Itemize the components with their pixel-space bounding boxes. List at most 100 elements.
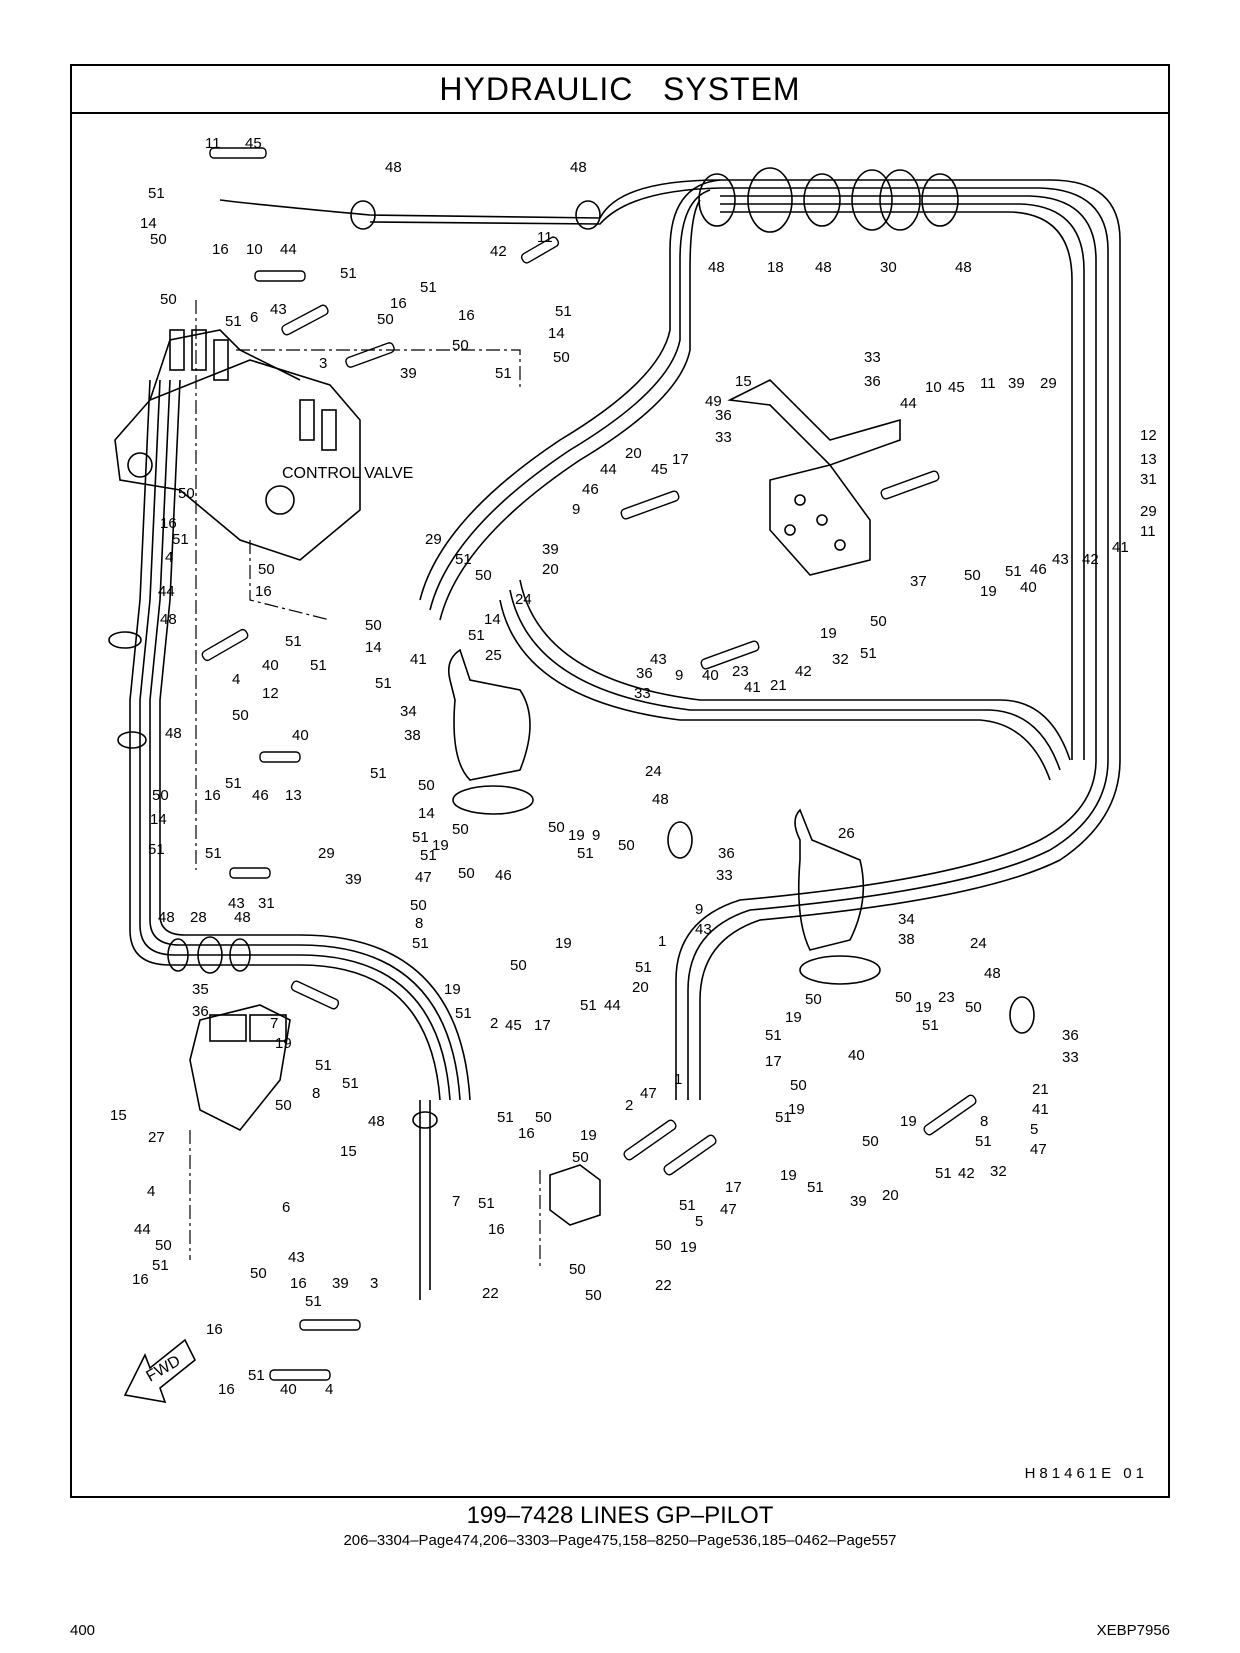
callout-47: 47	[415, 869, 432, 886]
callout-11: 11	[1140, 523, 1156, 540]
callout-19: 19	[980, 583, 997, 600]
callout-50: 50	[965, 999, 982, 1016]
callout-1: 1	[674, 1071, 682, 1088]
callout-38: 38	[404, 727, 421, 744]
callout-51: 51	[495, 365, 512, 382]
callout-37: 37	[910, 573, 927, 590]
callout-4: 4	[232, 671, 240, 688]
callout-15: 15	[110, 1107, 127, 1124]
callout-9: 9	[675, 667, 683, 684]
callout-19: 19	[555, 935, 572, 952]
callout-9: 9	[572, 501, 580, 518]
hose-bundle-top	[219, 179, 1121, 760]
callout-51: 51	[225, 775, 242, 792]
callout-50: 50	[510, 957, 527, 974]
callout-40: 40	[702, 667, 719, 684]
callout-13: 13	[1140, 451, 1157, 468]
callout-33: 33	[716, 867, 733, 884]
callout-21: 21	[770, 677, 787, 694]
callout-44: 44	[600, 461, 617, 478]
callout-19: 19	[432, 837, 449, 854]
title-bar: HYDRAULIC SYSTEM	[72, 66, 1168, 114]
callout-42: 42	[795, 663, 812, 680]
callout-51: 51	[148, 841, 165, 858]
callout-50: 50	[365, 617, 382, 634]
callout-50: 50	[790, 1077, 807, 1094]
callout-51: 51	[468, 627, 485, 644]
callout-48: 48	[385, 159, 402, 176]
callout-45: 45	[651, 461, 668, 478]
callout-19: 19	[780, 1167, 797, 1184]
callout-50: 50	[275, 1097, 292, 1114]
callout-10: 10	[246, 241, 263, 258]
callout-43: 43	[695, 921, 712, 938]
callout-29: 29	[1040, 375, 1057, 392]
callout-3: 3	[319, 355, 327, 372]
callout-33: 33	[864, 349, 881, 366]
part-callouts: 11 45 48 48 51 14 50 16 10 44 11 42 48 1…	[110, 135, 1157, 1398]
callout-39: 39	[542, 541, 559, 558]
callout-1: 1	[658, 933, 666, 950]
callout-50: 50	[377, 311, 394, 328]
callout-47: 47	[720, 1201, 737, 1218]
callout-51: 51	[555, 303, 572, 320]
callout-48: 48	[234, 909, 251, 926]
center-lines	[189, 300, 541, 1270]
callout-50: 50	[870, 613, 887, 630]
callout-51: 51	[922, 1017, 939, 1034]
callout-19: 19	[785, 1009, 802, 1026]
callout-19: 19	[568, 827, 585, 844]
callout-44: 44	[280, 241, 297, 258]
callout-16: 16	[206, 1321, 223, 1338]
callout-46: 46	[1030, 561, 1047, 578]
diagram-frame: HYDRAULIC SYSTEM H81461E 01	[70, 64, 1170, 1498]
callout-51: 51	[340, 265, 357, 282]
callout-36: 36	[718, 845, 735, 862]
callout-50: 50	[452, 821, 469, 838]
callout-17: 17	[672, 451, 689, 468]
callout-39: 39	[345, 871, 362, 888]
callout-36: 36	[192, 1003, 209, 1020]
callout-8: 8	[415, 915, 423, 932]
callout-50: 50	[569, 1261, 586, 1278]
callout-50: 50	[862, 1133, 879, 1150]
callout-2: 2	[490, 1015, 498, 1032]
callout-11: 11	[537, 229, 553, 246]
callout-51: 51	[152, 1257, 169, 1274]
page-title: HYDRAULIC SYSTEM	[439, 70, 801, 107]
callout-50: 50	[805, 991, 822, 1008]
callout-16: 16	[255, 583, 272, 600]
callout-51: 51	[342, 1075, 359, 1092]
callout-51: 51	[248, 1367, 265, 1384]
callout-50: 50	[160, 291, 177, 308]
callout-15: 15	[340, 1143, 357, 1160]
callout-17: 17	[765, 1053, 782, 1070]
callout-3: 3	[370, 1275, 378, 1292]
callout-29: 29	[425, 531, 442, 548]
callout-19: 19	[275, 1035, 292, 1052]
left-joystick	[447, 648, 534, 815]
callout-51: 51	[172, 531, 189, 548]
fwd-arrow: FWD	[123, 1338, 197, 1404]
page-number: 400	[70, 1622, 96, 1639]
callout-40: 40	[292, 727, 309, 744]
callout-50: 50	[258, 561, 275, 578]
callout-51: 51	[775, 1109, 792, 1126]
callout-14: 14	[150, 811, 167, 828]
callout-50: 50	[655, 1237, 672, 1254]
callout-16: 16	[204, 787, 221, 804]
hose-clamps	[108, 167, 1035, 1129]
callout-40: 40	[1020, 579, 1037, 596]
callout-48: 48	[160, 611, 177, 628]
callout-19: 19	[580, 1127, 597, 1144]
callout-22: 22	[482, 1285, 499, 1302]
callout-44: 44	[134, 1221, 151, 1238]
callout-51: 51	[310, 657, 327, 674]
part-title: 199–7428 LINES GP–PILOT	[466, 1502, 774, 1529]
callout-51: 51	[577, 845, 594, 862]
shuttle-valve	[549, 1164, 601, 1226]
callout-48: 48	[815, 259, 832, 276]
callout-50: 50	[150, 231, 167, 248]
control-valve-label: CONTROL VALVE	[282, 465, 413, 482]
callout-16: 16	[488, 1221, 505, 1238]
